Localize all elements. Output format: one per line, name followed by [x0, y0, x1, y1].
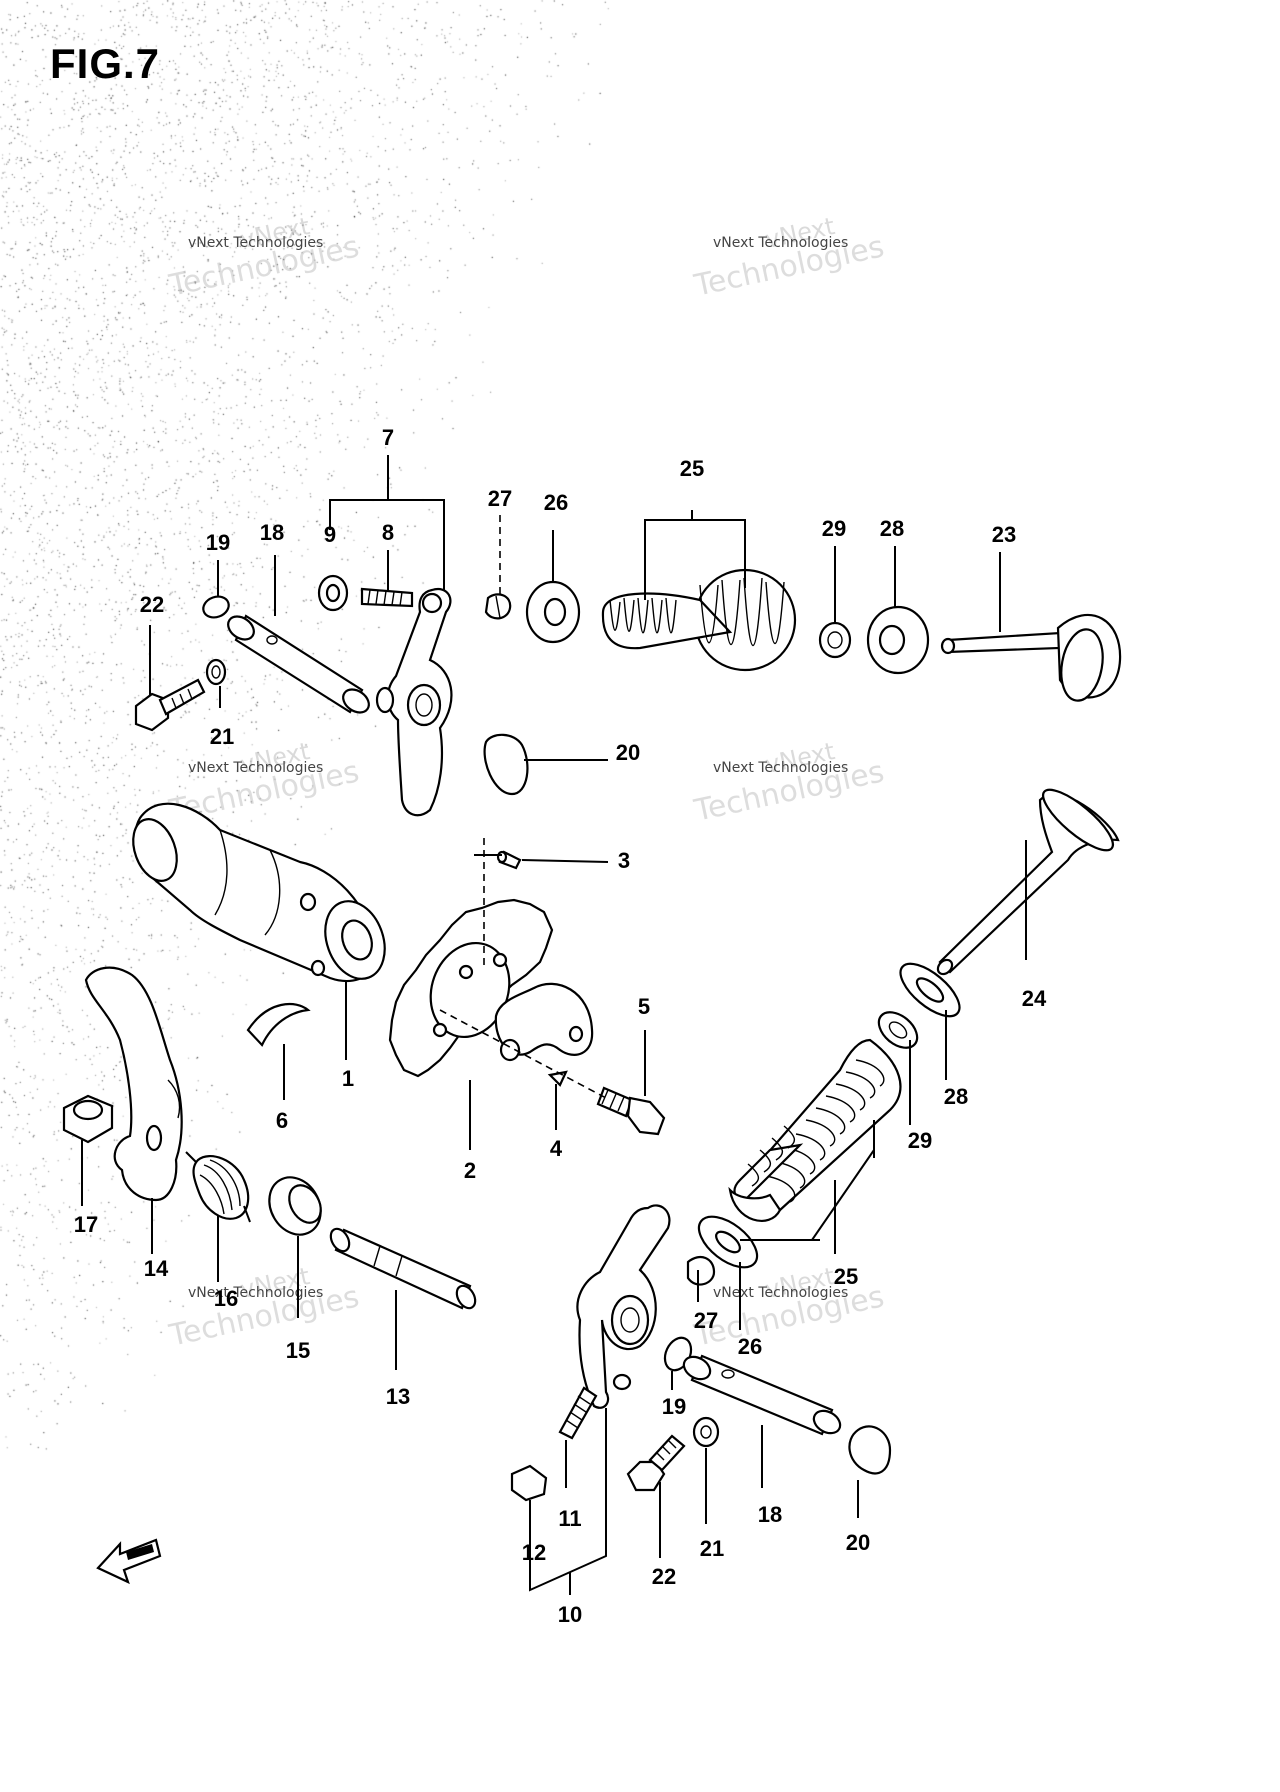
- part-label-11: 11: [558, 1506, 581, 1531]
- shaft-13: [329, 1227, 477, 1310]
- o-ring-20-top: [483, 733, 529, 796]
- part-label-7: 7: [382, 425, 394, 450]
- valve-24-intake: [936, 788, 1120, 976]
- part-label-4: 4: [550, 1136, 563, 1161]
- part-label-14: 14: [144, 1256, 169, 1281]
- part-label-17: 17: [74, 1212, 98, 1237]
- valve-23-exhaust: [940, 614, 1122, 702]
- figure-title: FIG.7: [50, 40, 161, 87]
- part-label-18: 18: [758, 1502, 782, 1527]
- part-label-18: 18: [260, 520, 284, 545]
- part-label-20: 20: [846, 1530, 870, 1555]
- nut-12: [510, 1464, 548, 1502]
- part-label-21: 21: [210, 724, 234, 749]
- part-label-9: 9: [324, 522, 336, 547]
- rocker-arm-10-lower: [576, 1204, 671, 1409]
- part-label-26: 26: [738, 1334, 762, 1359]
- part-label-19: 19: [206, 530, 230, 555]
- lever-14: [84, 966, 183, 1202]
- camshaft-1: [132, 802, 386, 982]
- key-6: [246, 1002, 311, 1047]
- cam-sprocket-2: [388, 898, 554, 1078]
- o-ring-19-top: [202, 595, 230, 619]
- spring-16: [185, 1151, 251, 1223]
- part-label-28: 28: [880, 516, 904, 541]
- leader-lines: [81, 455, 1027, 1595]
- adjust-screw-11: [558, 1386, 598, 1440]
- part-label-24: 24: [1022, 986, 1047, 1011]
- part-label-27: 27: [694, 1308, 718, 1333]
- front-arrow-icon: [96, 1538, 162, 1585]
- part-label-16: 16: [214, 1286, 238, 1311]
- bolt-22-top: [134, 678, 206, 732]
- adjust-screw-8-top: [360, 587, 414, 608]
- part-label-22: 22: [652, 1564, 676, 1589]
- nut-9-top: [317, 574, 349, 612]
- part-label-1: 1: [342, 1066, 354, 1091]
- part-label-23: 23: [992, 522, 1016, 547]
- part-label-29: 29: [908, 1128, 932, 1153]
- dowel-pin-3: [496, 850, 522, 870]
- part-label-28: 28: [944, 1084, 968, 1109]
- part-label-27: 27: [488, 486, 512, 511]
- stem-seal-29-top: [818, 621, 852, 659]
- part-label-29: 29: [822, 516, 846, 541]
- part-label-26: 26: [544, 490, 568, 515]
- part-label-25: 25: [834, 1264, 858, 1289]
- spring-seat-28-top: [866, 605, 930, 675]
- part-label-20: 20: [616, 740, 640, 765]
- lock-washer-4: [494, 982, 594, 1087]
- rocker-arm-7-top: [375, 587, 453, 817]
- cotter-27-lower: [686, 1255, 716, 1286]
- part-label-12: 12: [522, 1540, 546, 1565]
- part-label-13: 13: [386, 1384, 410, 1409]
- washer-21-top: [205, 658, 227, 686]
- retainer-26-top: [525, 580, 581, 644]
- retainer-26-lower: [697, 1215, 759, 1269]
- bearing-15: [268, 1176, 322, 1236]
- part-label-22: 22: [140, 592, 164, 617]
- nut-17: [62, 1094, 114, 1144]
- part-label-10: 10: [558, 1602, 582, 1627]
- stem-seal-29-lower: [877, 1011, 919, 1049]
- part-label-25: 25: [680, 456, 704, 481]
- rocker-shaft-18-lower: [682, 1354, 842, 1436]
- part-label-3: 3: [618, 848, 630, 873]
- valve-springs-25-lower: [728, 1038, 902, 1222]
- sprocket-bolt-5: [596, 1086, 666, 1136]
- part-label-6: 6: [276, 1108, 288, 1133]
- part-label-15: 15: [286, 1338, 310, 1363]
- washer-21-lower: [692, 1416, 720, 1448]
- rocker-shaft-18-top: [227, 614, 370, 714]
- part-label-2: 2: [464, 1158, 476, 1183]
- bolt-22-lower: [626, 1434, 686, 1492]
- part-label-19: 19: [662, 1394, 686, 1419]
- valve-springs-25-top: [601, 568, 797, 672]
- part-label-5: 5: [638, 994, 650, 1019]
- cotter-27-top: [484, 593, 512, 620]
- o-ring-20-lower: [848, 1425, 892, 1475]
- part-label-8: 8: [382, 520, 394, 545]
- part-label-21: 21: [700, 1536, 724, 1561]
- spring-seat-28-lower: [899, 962, 961, 1018]
